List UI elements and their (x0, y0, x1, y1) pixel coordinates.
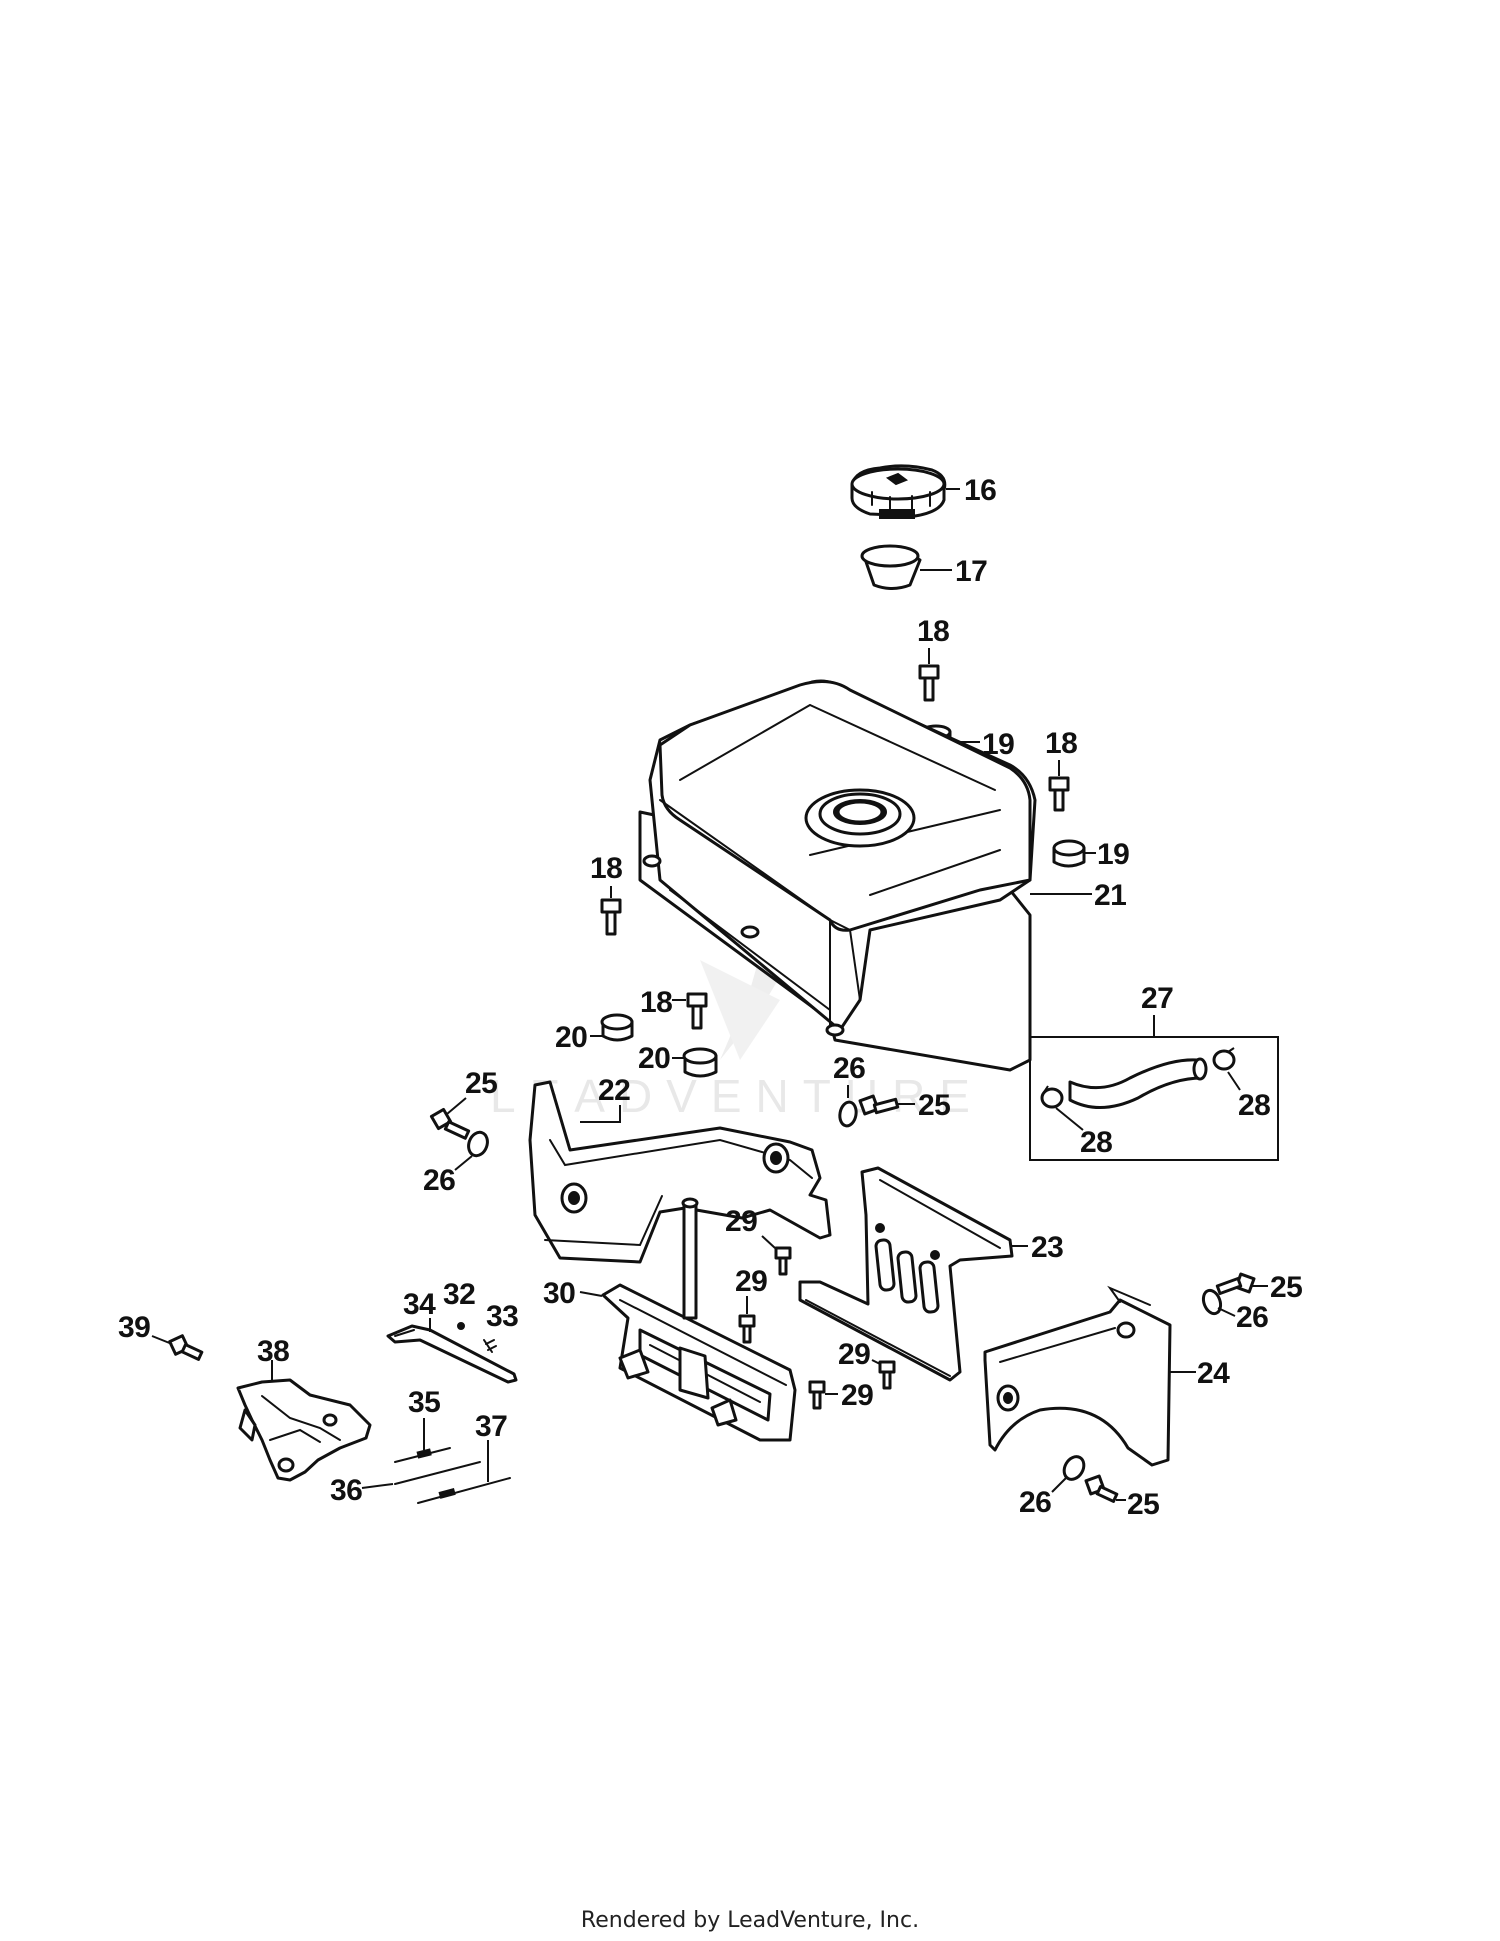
bolt-icon[interactable] (858, 1094, 900, 1116)
bolt-icon[interactable] (686, 992, 708, 1030)
bolt-icon[interactable] (1215, 1272, 1256, 1296)
washer-icon[interactable] (1060, 1453, 1088, 1483)
screw-icon[interactable] (774, 1246, 792, 1276)
lever-icon[interactable] (386, 1324, 518, 1384)
fuel-line-kit-box (1029, 1015, 1279, 1161)
callout-25c: 25 (1270, 1271, 1302, 1304)
callout-19b: 19 (1097, 838, 1129, 871)
cap-gasket-icon[interactable] (860, 544, 922, 590)
callout-21: 21 (1094, 879, 1126, 912)
callout-29c: 29 (838, 1338, 870, 1371)
washer-icon[interactable] (465, 1130, 490, 1159)
link-rod-icon[interactable] (394, 1461, 481, 1485)
bolt-icon[interactable] (1048, 776, 1070, 812)
tank-bracket-icon[interactable] (983, 1285, 1172, 1467)
tank-bracket-icon[interactable] (528, 1080, 832, 1264)
callout-25a: 25 (465, 1067, 497, 1100)
screw-icon[interactable] (808, 1380, 826, 1410)
callout-20b: 20 (638, 1042, 670, 1075)
link-rod-icon[interactable] (417, 1477, 511, 1504)
callout-16: 16 (964, 474, 996, 507)
bolt-icon[interactable] (168, 1334, 204, 1361)
callout-18d: 18 (640, 986, 672, 1019)
hose-clamp-icon[interactable] (1212, 1047, 1236, 1071)
spacer-icon[interactable] (682, 1047, 718, 1078)
callout-35: 35 (408, 1386, 440, 1419)
callout-26a: 26 (423, 1164, 455, 1197)
callout-25d: 25 (1127, 1488, 1159, 1521)
callout-29b: 29 (735, 1265, 767, 1298)
footer-credit: Rendered by LeadVenture, Inc. (580, 1908, 920, 1933)
callout-36: 36 (330, 1474, 362, 1507)
fuel-line-hose-icon[interactable] (1068, 1057, 1208, 1110)
pin-icon[interactable] (457, 1322, 465, 1330)
bolt-icon[interactable] (1084, 1474, 1119, 1503)
bolt-icon[interactable] (600, 898, 622, 936)
screw-icon[interactable] (738, 1314, 756, 1344)
bolt-icon[interactable] (918, 664, 940, 702)
callout-28b: 28 (1238, 1089, 1270, 1122)
callout-27: 27 (1141, 982, 1173, 1015)
callout-37: 37 (475, 1410, 507, 1443)
callout-22: 22 (598, 1074, 630, 1107)
spacer-icon[interactable] (1052, 839, 1086, 868)
callout-18c: 18 (590, 852, 622, 885)
callout-17: 17 (955, 555, 987, 588)
callout-18b: 18 (1045, 727, 1077, 760)
screw-icon[interactable] (878, 1360, 896, 1390)
callout-38: 38 (257, 1335, 289, 1368)
link-rod-icon[interactable] (394, 1447, 451, 1463)
fuel-tank-icon[interactable] (638, 679, 1037, 1072)
bolt-icon[interactable] (429, 1107, 471, 1140)
callout-26d: 26 (1019, 1486, 1051, 1519)
callout-30: 30 (543, 1277, 575, 1310)
callout-33: 33 (486, 1300, 518, 1333)
spacer-icon[interactable] (600, 1013, 634, 1042)
callout-26c: 26 (1236, 1301, 1268, 1334)
hose-clamp-icon[interactable] (1040, 1085, 1064, 1109)
watermark-text: LEADVENTURE (490, 1070, 984, 1122)
callout-23: 23 (1031, 1231, 1063, 1264)
callout-32: 32 (443, 1278, 475, 1311)
callout-25b: 25 (918, 1089, 950, 1122)
control-panel-icon[interactable] (601, 1197, 797, 1442)
callout-29a: 29 (725, 1205, 757, 1238)
callout-26b: 26 (833, 1052, 865, 1085)
fuel-cap-icon[interactable] (850, 464, 947, 519)
callout-28a: 28 (1080, 1126, 1112, 1159)
mounting-plate-icon[interactable] (798, 1166, 1014, 1382)
callout-39: 39 (118, 1311, 150, 1344)
callout-29d: 29 (841, 1379, 873, 1412)
throttle-bracket-icon[interactable] (236, 1378, 372, 1482)
callout-34: 34 (403, 1288, 436, 1321)
callout-24: 24 (1197, 1357, 1230, 1390)
callout-20a: 20 (555, 1021, 587, 1054)
callout-18a: 18 (917, 615, 949, 648)
washer-icon[interactable] (1200, 1288, 1223, 1316)
spring-icon[interactable] (483, 1339, 497, 1353)
washer-icon[interactable] (838, 1100, 858, 1128)
